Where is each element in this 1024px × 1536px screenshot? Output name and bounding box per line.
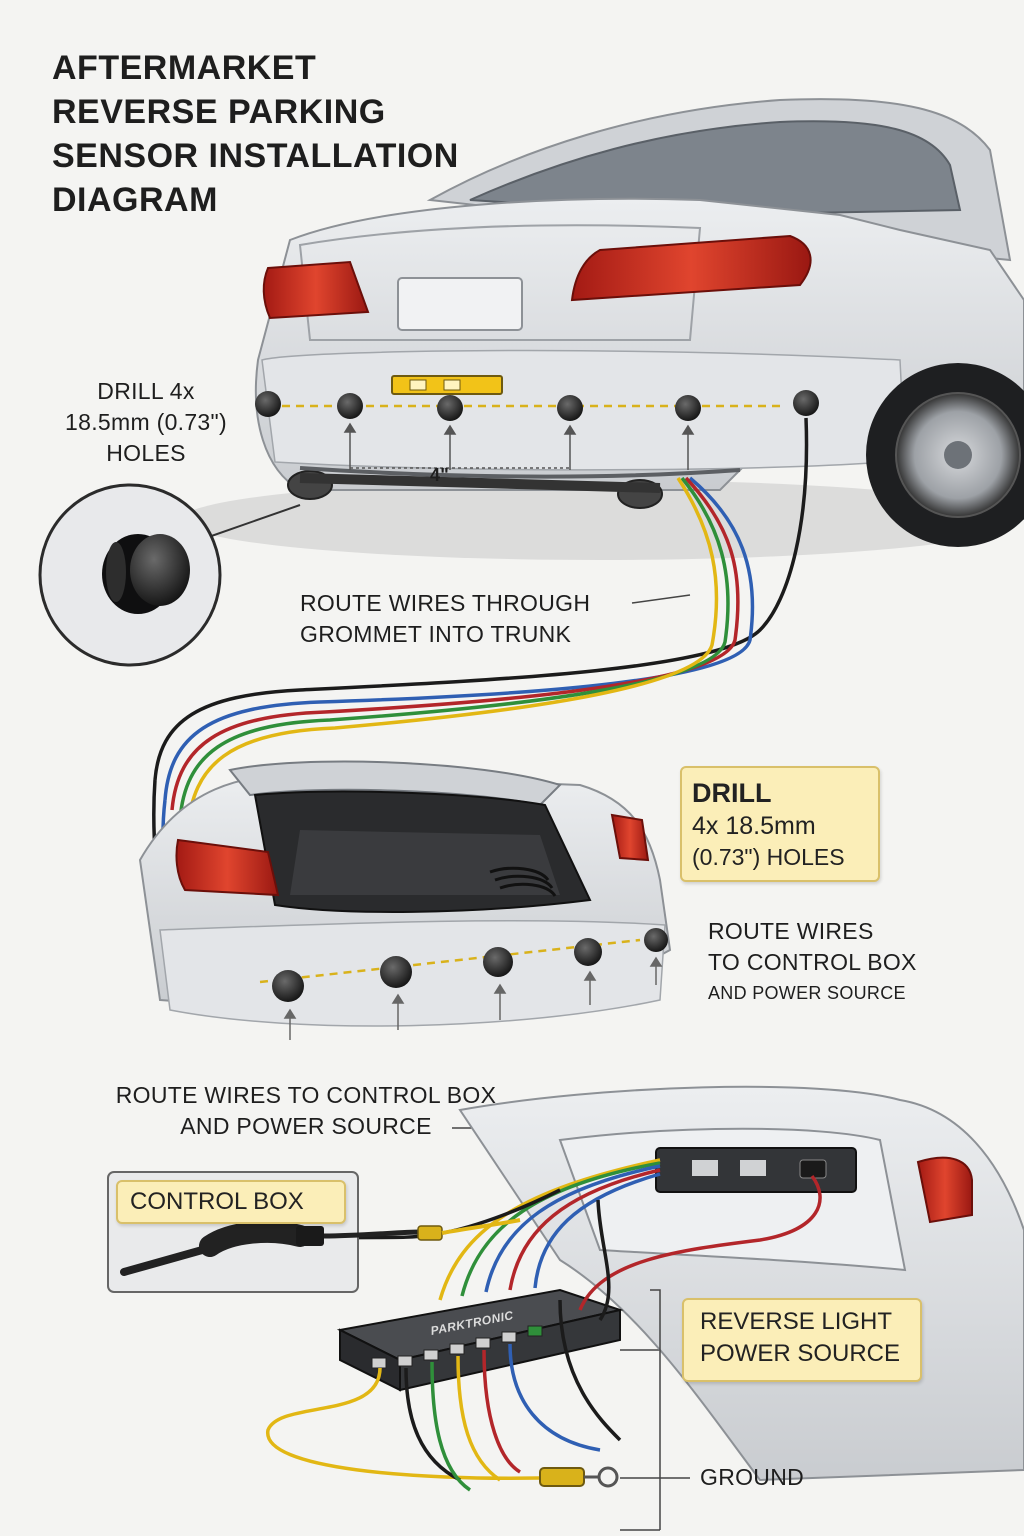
sensor-icon xyxy=(574,938,602,966)
sensor-icon xyxy=(675,395,701,421)
route-wires-bottom-label: ROUTE WIRES TO CONTROL BOX AND POWER SOU… xyxy=(86,1080,526,1142)
drill-callout-line-2: 4x 18.5mm xyxy=(692,812,816,840)
car-trunk-interior xyxy=(458,1085,1024,1482)
sensor-arrows xyxy=(343,422,695,470)
route-bottom-line-1: ROUTE WIRES TO CONTROL BOX xyxy=(115,1082,497,1108)
tail-light-left xyxy=(175,838,280,897)
ring-terminal-icon xyxy=(539,1466,619,1488)
grommet-label-line-1: ROUTE WIRES THROUGH xyxy=(300,590,591,616)
reverse-light-line-2: POWER SOURCE xyxy=(700,1340,901,1367)
control-box-label: CONTROL BOX xyxy=(116,1180,346,1224)
sensor-icon xyxy=(557,395,583,421)
sensor-icon xyxy=(483,947,513,977)
drill-callout-line-1: DRILL xyxy=(692,778,772,808)
drill-label-line-3: HOLES xyxy=(106,440,186,466)
title-line-4: DIAGRAM xyxy=(52,181,218,219)
level-icon xyxy=(391,375,503,395)
ground-label: GROUND xyxy=(700,1464,805,1490)
sensor-icon xyxy=(337,393,363,419)
middle-arrows xyxy=(283,956,663,1040)
tail-light-right xyxy=(610,813,650,862)
top-sensors xyxy=(255,390,819,421)
drill-callout: DRILL 4x 18.5mm (0.73") HOLES xyxy=(680,766,880,882)
alignment-line-lower xyxy=(259,938,641,984)
route-bottom-line-2: AND POWER SOURCE xyxy=(180,1113,432,1139)
title-line-3: SENSOR INSTALLATION xyxy=(52,137,459,175)
sensor-icon xyxy=(380,956,412,988)
route-right-line-2: TO CONTROL BOX xyxy=(708,949,917,975)
grommet-label-line-2: GROMMET INTO TRUNK xyxy=(300,621,572,647)
drill-label-line-2: 18.5mm (0.73") xyxy=(65,409,227,435)
drill-callout-line-3: (0.73") HOLES xyxy=(692,844,845,870)
title-line-2: REVERSE PARKING xyxy=(52,93,386,131)
control-unit-icon xyxy=(336,1288,624,1392)
tail-light-right xyxy=(916,1156,973,1224)
reverse-light-label: REVERSE LIGHT POWER SOURCE xyxy=(682,1298,922,1382)
page-title: AFTERMARKET REVERSE PARKING SENSOR INSTA… xyxy=(52,46,512,222)
tail-light-right xyxy=(570,234,812,302)
sensor-icon xyxy=(255,391,281,417)
sensor-icon xyxy=(437,395,463,421)
grommet-label: ROUTE WIRES THROUGH GROMMET INTO TRUNK xyxy=(300,588,590,650)
route-right-line-3: AND POWER SOURCE xyxy=(708,983,906,1003)
sensor-icon xyxy=(272,970,304,1002)
wire-harness-upper xyxy=(152,417,809,996)
car-rear-view xyxy=(180,98,1024,560)
route-wires-right-label: ROUTE WIRES TO CONTROL BOX AND POWER SOU… xyxy=(708,916,917,1009)
drill-label-line-1: DRILL 4x xyxy=(97,378,195,404)
middle-sensors xyxy=(272,928,668,1002)
wire-harness-lower xyxy=(266,1158,822,1492)
bracket-lines xyxy=(620,1289,661,1531)
spacing-label: 4" xyxy=(430,465,450,485)
tail-light-left xyxy=(262,260,370,320)
reverse-light-line-1: REVERSE LIGHT xyxy=(700,1308,893,1335)
sensor-icon xyxy=(793,390,819,416)
sensor-icon xyxy=(644,928,668,952)
control-box-text: CONTROL BOX xyxy=(130,1188,304,1215)
drill-holes-label: DRILL 4x 18.5mm (0.73") HOLES xyxy=(48,376,244,469)
route-right-line-1: ROUTE WIRES xyxy=(708,918,874,944)
sensor-closeup xyxy=(38,483,301,667)
title-line-1: AFTERMARKET xyxy=(52,49,317,87)
